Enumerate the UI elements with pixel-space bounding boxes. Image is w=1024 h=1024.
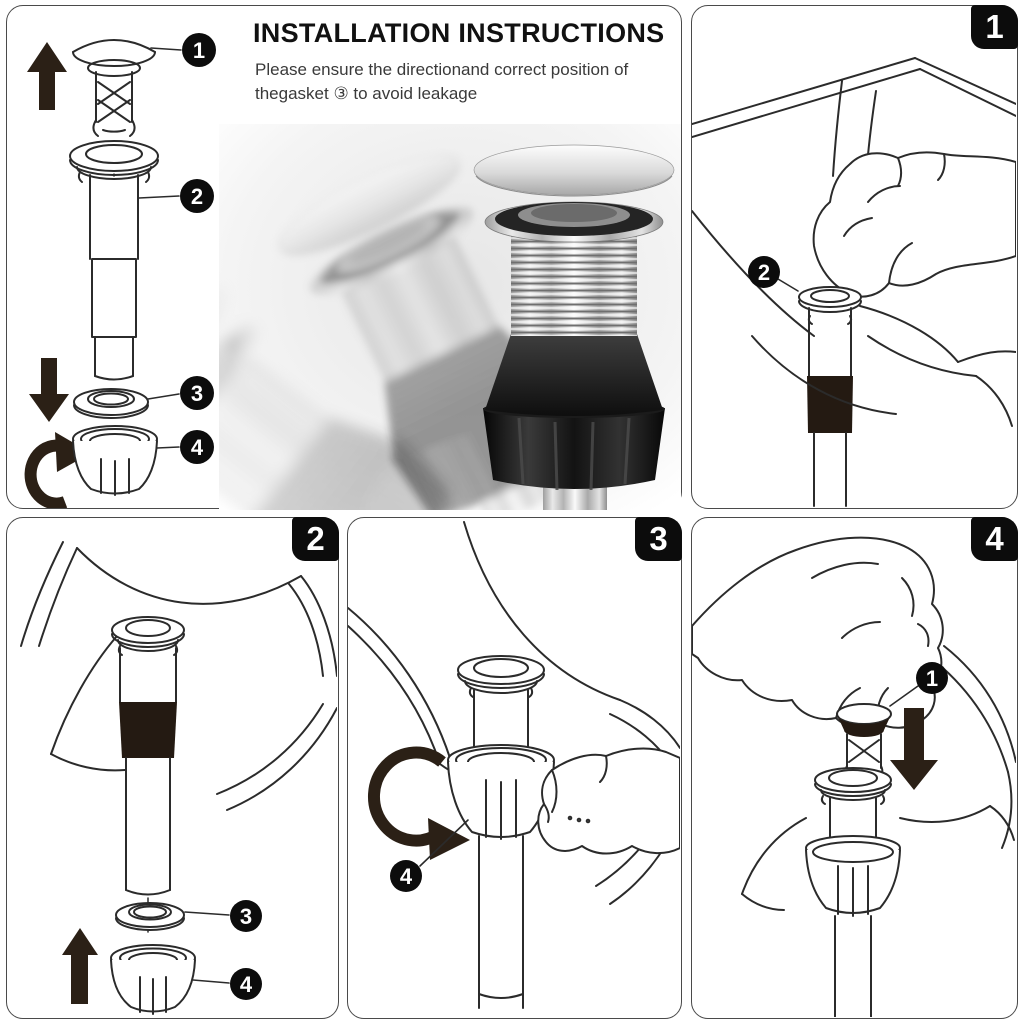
svg-text:4: 4 — [400, 864, 413, 889]
drain-body-drawing — [457, 655, 545, 749]
step4-drawing: 1 — [692, 536, 1016, 1017]
svg-text:1: 1 — [193, 38, 205, 63]
hand-drawing — [692, 536, 944, 729]
part-nut-drawing — [72, 425, 158, 496]
svg-text:2: 2 — [758, 260, 770, 285]
step2-drawing: 3 4 — [20, 541, 337, 1015]
page-subtitle: Please ensure the directionand correct p… — [255, 60, 629, 104]
product-photo — [219, 124, 681, 510]
part-body-drawing — [69, 140, 159, 381]
step-panel-3: 4 3 — [347, 517, 682, 1019]
step-panel-2: 3 4 2 — [6, 517, 339, 1019]
step-panel-1: 2 1 — [691, 5, 1018, 509]
svg-text:2: 2 — [191, 184, 203, 209]
step-number-badge: 1 — [971, 5, 1018, 49]
cap-drawing — [836, 703, 892, 779]
step-number-badge: 2 — [292, 517, 339, 561]
sink-outline — [741, 645, 1016, 911]
nut-drawing — [447, 744, 555, 840]
svg-text:3: 3 — [240, 904, 252, 929]
hand-drawing — [812, 151, 1016, 298]
callout-body: 2 — [748, 256, 799, 292]
hand-drawing — [537, 747, 680, 855]
gasket-drawing — [115, 902, 185, 931]
title-block: INSTALLATION INSTRUCTIONS Please ensure … — [253, 18, 681, 106]
down-arrow-icon — [890, 708, 938, 790]
step-number-badge: 4 — [971, 517, 1018, 561]
svg-text:4: 4 — [240, 972, 253, 997]
page-title: INSTALLATION INSTRUCTIONS — [253, 18, 665, 48]
up-arrow-icon — [27, 42, 67, 110]
step-number-badge: 3 — [635, 517, 682, 561]
svg-text:3: 3 — [191, 381, 203, 406]
callout-nut: 4 — [192, 968, 262, 1000]
part-cap-drawing — [72, 39, 156, 137]
tailpipe-drawing — [478, 835, 524, 1009]
exploded-diagram: 1 2 3 4 — [24, 33, 216, 508]
sink-underside — [751, 305, 1016, 427]
step-panel-4: 1 4 — [691, 517, 1018, 1019]
svg-text:4: 4 — [191, 435, 204, 460]
installed-drain-drawing — [805, 767, 901, 1017]
nut-drawing — [110, 944, 196, 1015]
up-arrow-icon — [62, 928, 98, 1004]
callout-nut: 4 — [390, 819, 469, 892]
step1-drawing: 2 — [692, 57, 1016, 507]
down-arrow-icon — [29, 358, 69, 422]
step3-drawing: 4 — [348, 521, 680, 1009]
sink-outline — [20, 541, 337, 811]
svg-text:1: 1 — [926, 666, 938, 691]
overview-panel: INSTALLATION INSTRUCTIONS Please ensure … — [6, 5, 682, 510]
callout-gasket: 3 — [184, 900, 262, 932]
exploded-callouts: 1 2 3 4 — [138, 33, 216, 464]
callout-cap: 1 — [889, 662, 948, 707]
part-gasket-drawing — [73, 388, 149, 419]
drain-body-drawing — [111, 616, 185, 937]
